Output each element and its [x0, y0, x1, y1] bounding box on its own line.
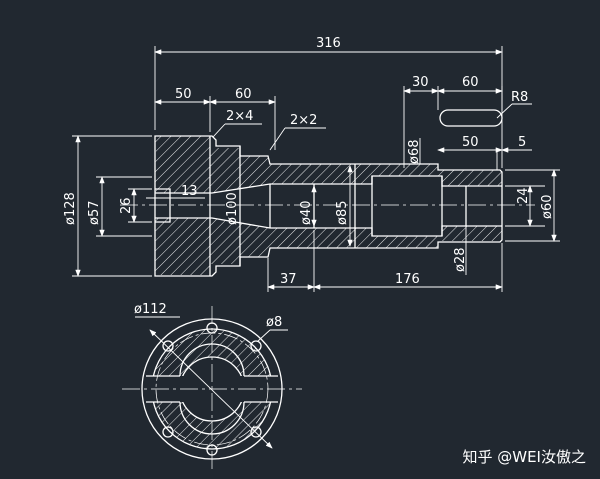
dim-keyway-30: 30: [412, 75, 429, 90]
dim-26: 26: [119, 197, 134, 214]
dim-dia-128: ø128: [63, 192, 78, 225]
dim-len-60: 60: [235, 87, 252, 102]
dim-len-176: 176: [395, 272, 420, 287]
dim-dia-40: ø40: [299, 201, 314, 226]
watermark: 知乎 @WEI汝傲之: [462, 448, 586, 466]
section-hatching: [155, 136, 502, 275]
dim-len-37: 37: [280, 272, 297, 287]
dim-dia-57: ø57: [87, 201, 102, 226]
dim-dia-68: ø68: [407, 140, 422, 165]
keyway-slot: [439, 109, 503, 127]
dim-dia-112: ø112: [134, 302, 167, 317]
dim-keyway-r8: R8: [511, 90, 528, 105]
dim-dia-28: ø28: [453, 248, 468, 273]
flange-end-view: [122, 306, 302, 470]
dimension-lines: [72, 46, 560, 292]
dim-dia-100: ø100: [225, 192, 240, 225]
dim-dia-8: ø8: [266, 315, 282, 330]
dim-len-5: 5: [518, 135, 526, 150]
dim-13: 13: [181, 184, 198, 199]
dim-chamfer-2x4: 2×4: [226, 109, 253, 124]
dim-24: 24: [516, 187, 531, 204]
dim-len-50b: 50: [462, 135, 479, 150]
dim-len-50: 50: [175, 87, 192, 102]
shaft-section-view: [120, 135, 535, 277]
dim-total-length: 316: [316, 36, 341, 51]
dim-chamfer-2x2: 2×2: [290, 113, 317, 128]
dim-keyway-60: 60: [462, 75, 479, 90]
dim-dia-60: ø60: [540, 195, 555, 220]
dim-dia-85: ø85: [335, 201, 350, 226]
dimension-labels: 316 50 60 2×4 2×2 30 60 R8 50 5 ø68 ø128…: [63, 36, 555, 330]
